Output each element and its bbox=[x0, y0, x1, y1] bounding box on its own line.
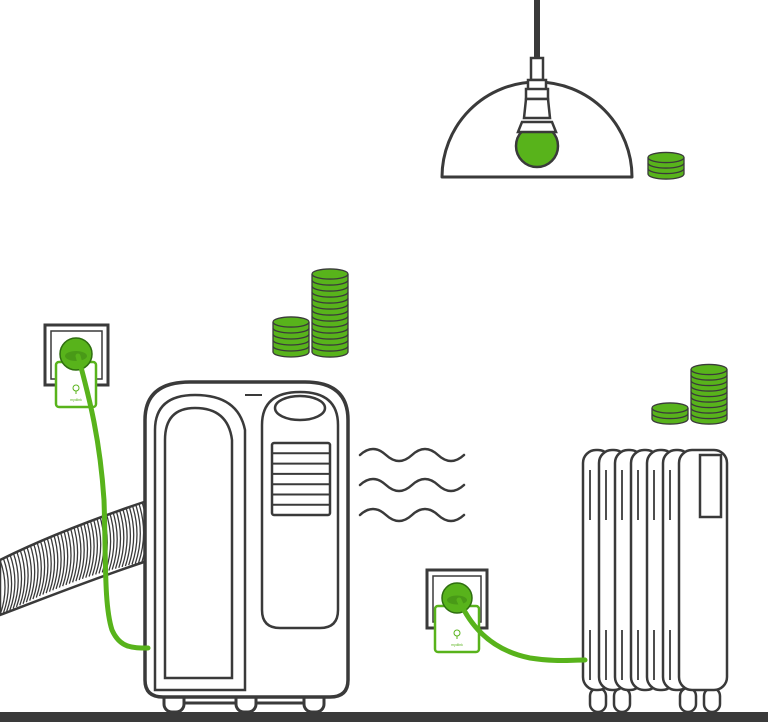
coin-stack bbox=[647, 151, 685, 180]
caster-wheel bbox=[588, 686, 608, 714]
smart-plug-icon: mydlink bbox=[433, 582, 481, 654]
coin-stack bbox=[272, 316, 310, 358]
floor-line bbox=[0, 712, 768, 722]
plug-brand-label: mydlink bbox=[451, 643, 463, 647]
portable-air-conditioner-icon bbox=[143, 380, 350, 714]
caster-wheel bbox=[678, 686, 698, 714]
caster-wheel bbox=[702, 686, 722, 714]
plug-brand-label: mydlink bbox=[70, 398, 82, 402]
coin-stack bbox=[651, 402, 689, 425]
exhaust-hose-icon bbox=[0, 498, 152, 617]
led-bulb-icon bbox=[514, 78, 560, 169]
power-cord bbox=[75, 353, 151, 651]
power-cord bbox=[456, 597, 588, 663]
coin-stack bbox=[690, 363, 728, 425]
caster-wheel bbox=[612, 686, 632, 714]
oil-radiator-icon bbox=[581, 448, 729, 714]
coin-stack bbox=[311, 268, 349, 358]
cold-air-waves bbox=[358, 447, 466, 523]
pendant-lamp-icon bbox=[440, 0, 634, 179]
coin-stack-large bbox=[272, 268, 349, 358]
coin-stack-medium bbox=[651, 363, 728, 425]
coin-stack-small bbox=[647, 151, 685, 180]
